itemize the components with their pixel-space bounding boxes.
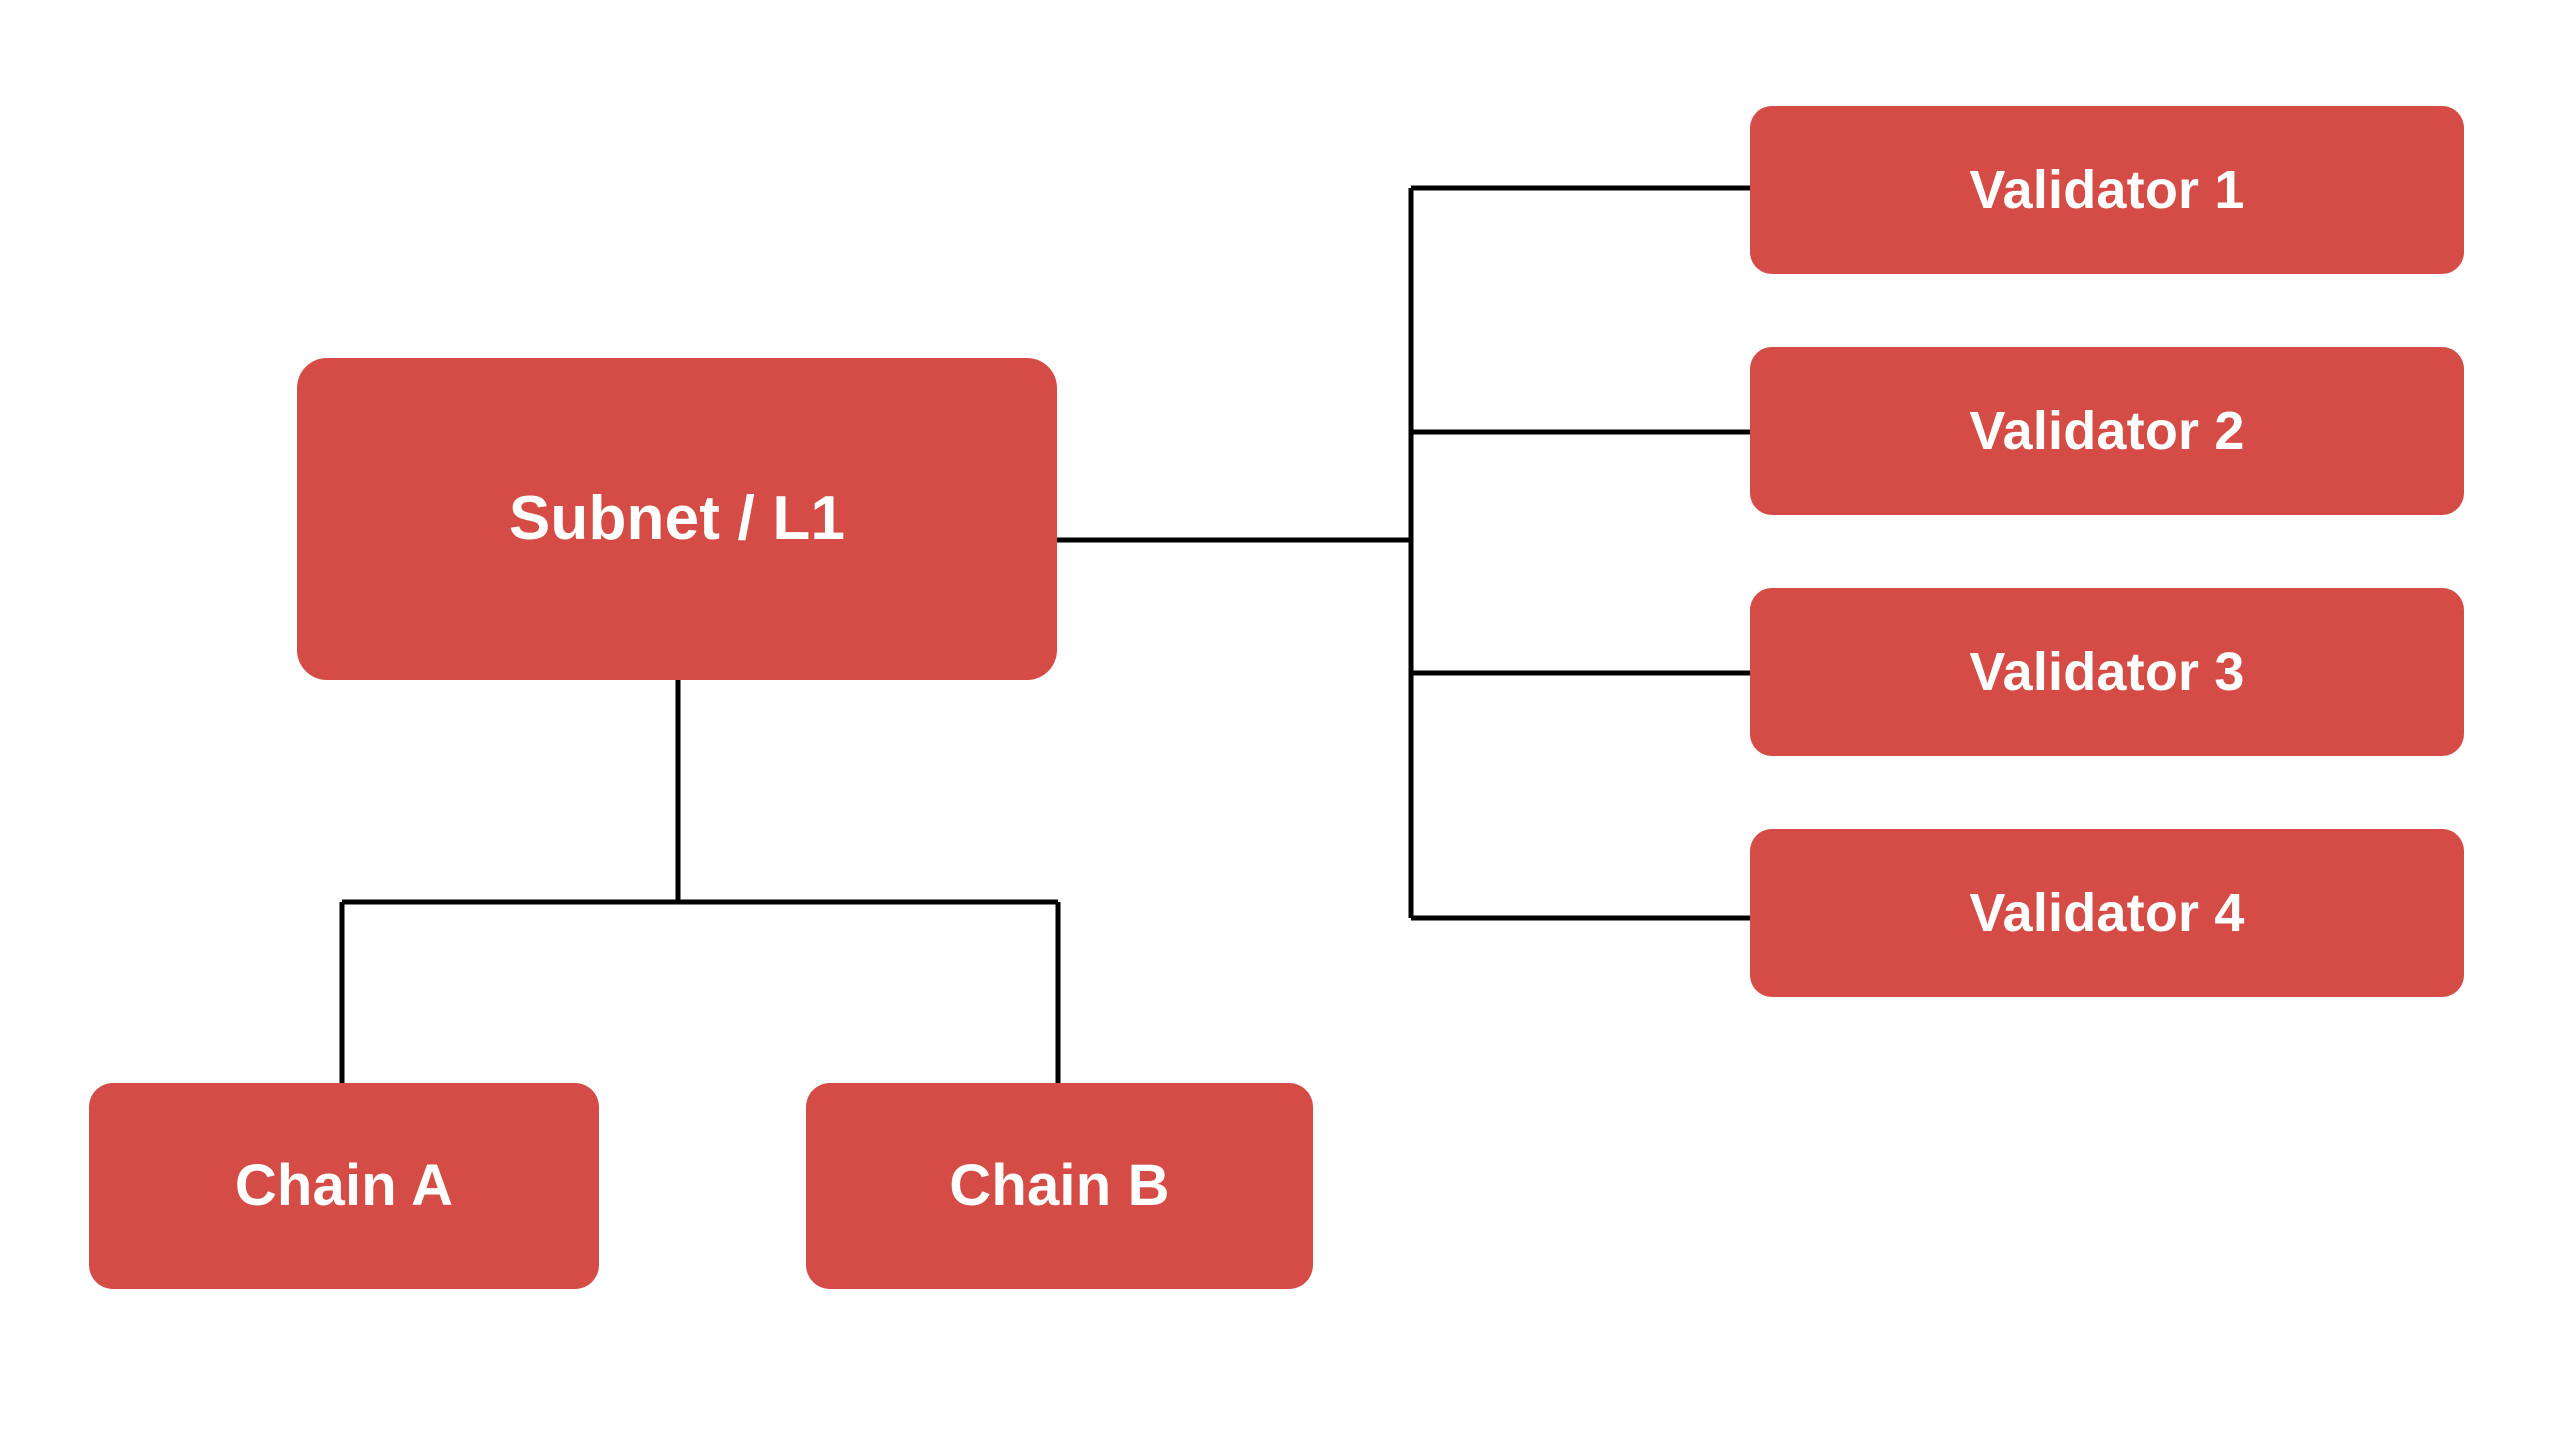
node-chain-b-label: Chain B	[949, 1153, 1170, 1218]
node-validator-1[interactable]: Validator 1	[1750, 106, 2464, 274]
node-chain-a-label: Chain A	[234, 1153, 454, 1218]
node-validator-3-label: Validator 3	[1969, 642, 2245, 702]
node-validator-1-label: Validator 1	[1969, 160, 2245, 220]
node-subnet-l1[interactable]: Subnet / L1	[297, 358, 1057, 680]
node-subnet-l1-label: Subnet / L1	[508, 484, 846, 553]
node-validator-2[interactable]: Validator 2	[1750, 347, 2464, 515]
edge-root-to-chains	[339, 680, 1061, 1083]
node-validator-2-label: Validator 2	[1969, 401, 2245, 461]
node-validator-4[interactable]: Validator 4	[1750, 829, 2464, 997]
node-validator-3[interactable]: Validator 3	[1750, 588, 2464, 756]
node-validator-4-label: Validator 4	[1969, 883, 2245, 943]
edge-root-to-validators	[1057, 185, 1750, 921]
node-chain-a[interactable]: Chain A	[89, 1083, 599, 1289]
node-chain-b[interactable]: Chain B	[806, 1083, 1313, 1289]
